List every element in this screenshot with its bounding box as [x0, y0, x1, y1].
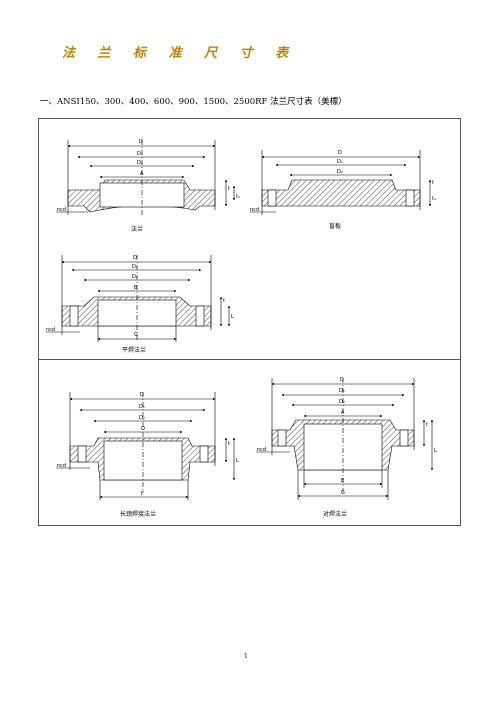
page-number: 1: [244, 653, 248, 660]
dim-ncd-1: ncd: [57, 207, 66, 213]
drawing-weld-neck: [256, 378, 434, 500]
dim-A-5: A: [341, 410, 345, 416]
dim-G-3: G: [134, 332, 138, 338]
dim-D2-3: D₂: [132, 274, 138, 280]
dim-D1-1: D₁: [137, 151, 143, 157]
dim-D2-2: D₂: [337, 169, 343, 175]
dim-L-3: L: [231, 314, 234, 320]
dim-L-5: L: [434, 448, 437, 454]
dim-D-1: D: [139, 139, 143, 145]
dim-ncd-4: ncd: [57, 463, 66, 469]
dim-ncd-5: ncd: [257, 447, 266, 453]
dim-D2-1: D₂: [137, 160, 143, 166]
drawing-flange: [56, 140, 236, 215]
section-heading: 一、ANSI150、300、400、600、900、1500、2500RF 法兰…: [40, 97, 347, 107]
dim-O-4: O: [141, 426, 145, 432]
dim-D-5: D: [340, 377, 344, 383]
dim-F-4: F: [141, 491, 144, 497]
caption-weld-neck: 对焊法兰: [323, 510, 347, 518]
dim-ncd-2: ncd: [250, 207, 259, 213]
dim-D1-4: D₁: [139, 404, 145, 410]
drawing-long-neck: [56, 392, 236, 500]
dim-D-3: D: [133, 255, 137, 261]
page-title: 法 兰 标 准 尺 寸 表: [62, 46, 298, 61]
dim-L-4: L: [236, 458, 239, 464]
dim-t-4: t: [228, 441, 230, 447]
caption-slip-on: 平焊法兰: [122, 346, 146, 354]
dim-G-5: G: [341, 490, 345, 496]
dim-D-4: D: [140, 392, 144, 398]
dim-D1-3: D₁: [132, 264, 138, 270]
dim-t-3: t: [223, 298, 225, 304]
dim-t-2: t: [432, 180, 434, 186]
dim-D1-5: D₁: [339, 388, 345, 394]
dim-ncd-3: ncd: [46, 327, 55, 333]
dim-A-1: A: [140, 171, 144, 177]
dim-D-2: D: [338, 150, 342, 156]
dim-D1-2: D₁: [337, 159, 343, 165]
dim-t-5: t: [426, 422, 428, 428]
dim-B-3: B: [134, 285, 138, 291]
dim-t1-1: t₁: [236, 194, 240, 200]
caption-flange: 法兰: [131, 225, 143, 233]
frame-divider: [38, 359, 461, 360]
drawing-frame: [38, 118, 461, 526]
caption-blind: 盲板: [329, 222, 341, 230]
drawing-slip-on: [46, 255, 231, 342]
caption-long-neck: 长颈焊接法兰: [120, 510, 156, 518]
dim-D2-4: D₂: [139, 415, 145, 421]
dim-D2-5: D₂: [339, 399, 345, 405]
drawing-blind: [250, 150, 432, 215]
dim-E-5: E: [341, 478, 344, 484]
dim-t-1: t: [228, 186, 230, 192]
dim-t1-2: t₁: [432, 196, 436, 202]
